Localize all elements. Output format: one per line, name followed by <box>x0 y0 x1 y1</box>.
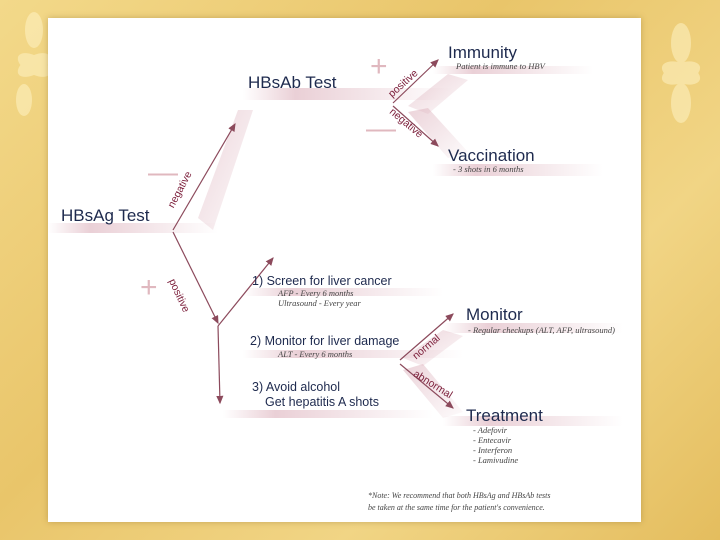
footnote-line-2: be taken at the same time for the patien… <box>368 503 545 513</box>
step-monitor-damage-title: 2) Monitor for liver damage <box>250 334 399 348</box>
treatment-drug: - Lamivudine <box>473 455 518 465</box>
slide: HBsAg Test HBsAb Test Immunity Patient i… <box>48 18 641 522</box>
hbsag-test-title: HBsAg Test <box>61 206 150 226</box>
flowchart-arrows <box>48 18 641 522</box>
treatment-title: Treatment <box>466 406 543 426</box>
treatment-drug: - Entecavir <box>473 435 511 445</box>
hbsab-test-title: HBsAb Test <box>248 73 337 93</box>
arrow-step-avoid <box>218 326 220 403</box>
vaccination-title: Vaccination <box>448 146 535 166</box>
step-screen-title: 1) Screen for liver cancer <box>252 274 392 288</box>
vaccination-note: - 3 shots in 6 months <box>453 164 524 174</box>
step-monitor-damage-note: ALT - Every 6 months <box>278 349 352 359</box>
plus-sign-positive: + <box>140 273 158 303</box>
minus-sign-negative: — <box>148 158 178 188</box>
step-screen-note-ultrasound: Ultrasound - Every year <box>278 298 361 308</box>
step-hepatitis-a-shots: Get hepatitis A shots <box>265 395 379 409</box>
footnote-line-1: *Note: We recommend that both HBsAg and … <box>368 491 551 501</box>
immunity-title: Immunity <box>448 43 517 63</box>
immunity-note: Patient is immune to HBV <box>456 61 545 71</box>
heading-bands <box>48 66 623 426</box>
step-screen-note-afp: AFP - Every 6 months <box>278 288 353 298</box>
flower-decoration-right <box>648 18 714 138</box>
monitor-note: - Regular checkups (ALT, AFP, ultrasound… <box>468 325 615 335</box>
monitor-title: Monitor <box>466 305 523 325</box>
treatment-drug: - Adefovir <box>473 425 507 435</box>
plus-sign-ab-positive: + <box>370 52 388 82</box>
treatment-drug: - Interferon <box>473 445 512 455</box>
minus-sign-ab-negative: — <box>366 114 396 144</box>
step-avoid-alcohol: 3) Avoid alcohol <box>252 380 340 394</box>
